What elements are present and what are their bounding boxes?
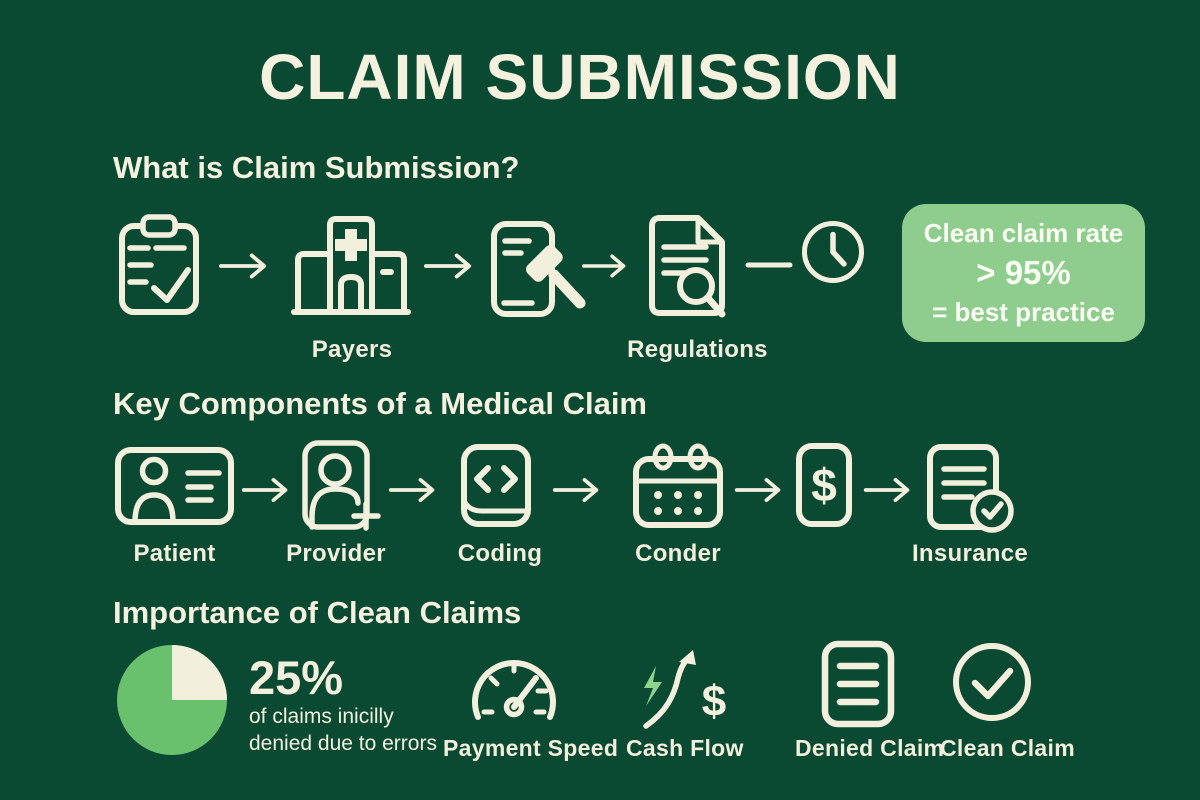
arrow-right-icon — [424, 252, 474, 280]
clean-claim-check-icon — [953, 643, 1031, 721]
flow-label-insurance: Insurance — [911, 540, 1029, 567]
denied-claims-pie-chart — [117, 645, 227, 755]
dollar-glyph: $ — [811, 459, 837, 511]
flow-label-payers: Payers — [311, 336, 393, 363]
arrow-right-icon — [582, 252, 628, 280]
speedometer-icon — [472, 660, 556, 720]
stat-desc-line1: of claims inicilly — [249, 705, 394, 728]
label-denied-claim: Denied Claim — [795, 735, 945, 761]
arrow-right-icon — [219, 252, 269, 280]
label-payment-speed: Payment Speed — [443, 735, 619, 761]
arrow-right-icon — [734, 477, 784, 503]
flow-label-regulations: Regulations — [627, 336, 768, 363]
coding-book-icon — [461, 444, 531, 527]
cash-flow-icon: $ — [643, 650, 726, 729]
clock-icon — [802, 221, 864, 283]
clean-claim-rate-callout: Clean claim rate > 95% = best practice — [902, 204, 1145, 342]
flow-label-coding: Coding — [457, 540, 543, 567]
arrow-right-icon — [241, 477, 291, 503]
arrow-right-icon — [863, 477, 913, 503]
stat-desc-line2: denied due to errors — [249, 732, 437, 755]
provider-badge-icon — [302, 440, 381, 531]
page-title: CLAIM SUBMISSION — [259, 41, 901, 113]
section-components-heading: Key Components of a Medical Claim — [113, 386, 647, 421]
section-importance-heading: Importance of Clean Claims — [113, 595, 522, 630]
pie-slice-25 — [172, 645, 227, 700]
flow-label-patient: Patient — [133, 540, 216, 567]
insurance-document-icon — [927, 444, 1014, 533]
document-search-icon — [649, 215, 726, 318]
denied-claim-document-icon — [821, 640, 895, 728]
section-what-heading: What is Claim Submission? — [113, 150, 520, 185]
flow-label-conder: Conder — [635, 540, 721, 567]
gavel-document-icon — [491, 221, 586, 317]
callout-line1: Clean claim rate — [923, 218, 1124, 248]
dollar-glyph: $ — [702, 677, 726, 726]
dollar-card-icon: $ — [796, 443, 852, 527]
patient-id-card-icon — [115, 447, 234, 525]
hospital-icon — [291, 216, 411, 315]
label-clean-claim: Clean Claim — [940, 735, 1075, 761]
stat-value: 25% — [249, 651, 344, 704]
connector-line — [745, 262, 793, 268]
clipboard-check-icon — [119, 214, 199, 315]
label-cash-flow: Cash Flow — [626, 735, 744, 761]
lightning-bolt-icon — [644, 666, 662, 706]
callout-line2: > 95% — [976, 254, 1071, 291]
arrow-right-icon — [388, 477, 438, 503]
flow-label-provider: Provider — [286, 540, 386, 567]
callout-line3: = best practice — [932, 297, 1115, 327]
arrow-right-icon — [552, 477, 602, 503]
calendar-icon — [633, 443, 723, 528]
